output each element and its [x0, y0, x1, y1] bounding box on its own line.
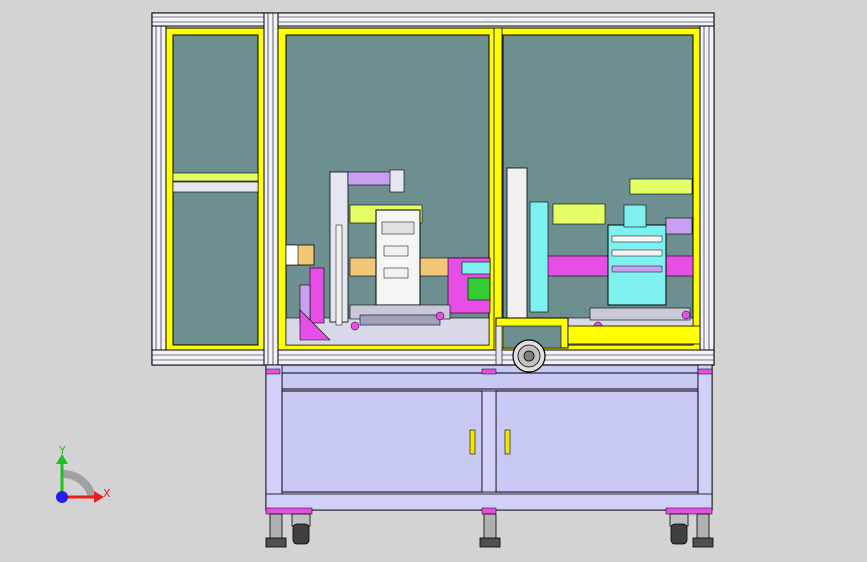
frame-top-rail	[151, 12, 715, 27]
foot-middle	[483, 513, 497, 541]
interior-mechanism-center	[285, 169, 491, 346]
y-axis-label: Y	[58, 444, 66, 457]
cabinet-door-left[interactable]	[281, 390, 483, 493]
handwheel-bracket	[495, 317, 701, 367]
frame-post-mid1	[263, 12, 279, 366]
z-axis-origin	[56, 491, 68, 503]
door-handle-right[interactable]	[504, 429, 511, 455]
cabinet-doors	[281, 390, 699, 493]
frame-post-right	[699, 12, 715, 366]
caster-right	[670, 523, 688, 545]
foot-left	[269, 513, 283, 541]
x-axis-label: X	[103, 487, 111, 500]
y-axis-arrow	[56, 454, 68, 464]
feet-and-casters	[265, 513, 714, 548]
axis-triad: Y X	[56, 444, 111, 503]
handwheel[interactable]	[512, 339, 546, 373]
frame-bottom-rail	[151, 349, 715, 366]
foot-right	[696, 513, 710, 541]
cabinet-door-right[interactable]	[495, 390, 699, 493]
caster-left	[292, 523, 310, 545]
door-handle-left[interactable]	[469, 429, 476, 455]
frame-post-left	[151, 12, 167, 366]
x-axis-arrow	[94, 491, 104, 503]
